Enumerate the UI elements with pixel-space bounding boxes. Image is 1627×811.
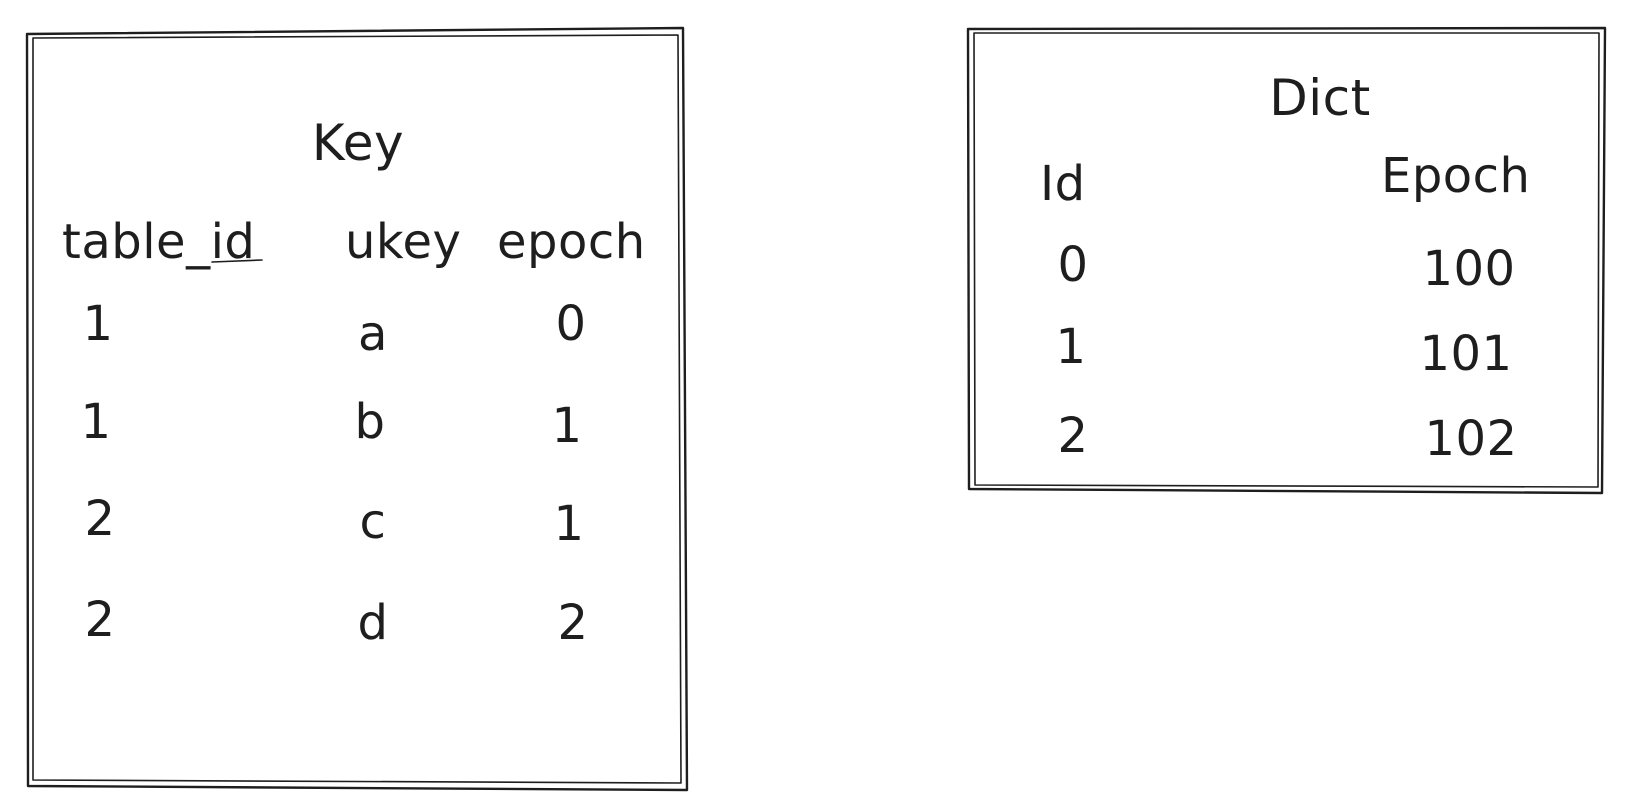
dict-header-epoch: Epoch: [1381, 148, 1530, 204]
dict-cell-id: 1: [1055, 319, 1086, 375]
dict-header-id: Id: [1040, 156, 1086, 212]
dict-table-title: Dict: [1269, 69, 1371, 127]
key-cell-epoch: 0: [555, 296, 586, 352]
key-cell-table-id: 2: [84, 491, 115, 547]
dict-cell-id: 0: [1057, 237, 1088, 293]
key-box-inner-border: [32, 34, 682, 784]
key-cell-table-id: 2: [84, 592, 115, 648]
table-id-underscore-stroke: [211, 259, 263, 263]
key-table-box[interactable]: [25, 26, 689, 792]
key-cell-ukey: d: [358, 595, 389, 651]
dict-box-inner-border: [973, 32, 1600, 488]
key-cell-epoch: 2: [557, 595, 588, 651]
key-table-row: 1 a 0: [82, 296, 586, 362]
key-table-row: 1 b 1: [80, 394, 582, 454]
key-table-row: 2 c 1: [84, 491, 584, 552]
dict-table-box[interactable]: [966, 26, 1607, 495]
key-header-epoch: epoch: [497, 214, 646, 270]
dict-box-outer-border: [966, 26, 1607, 495]
key-header-ukey: ukey: [345, 214, 461, 270]
key-table-title: Key: [312, 114, 404, 172]
dict-table-row: 2 102: [1057, 408, 1517, 467]
key-cell-table-id: 1: [82, 296, 113, 352]
key-cell-table-id: 1: [80, 394, 111, 450]
dict-cell-epoch: 102: [1424, 411, 1517, 467]
key-cell-ukey: a: [358, 306, 388, 362]
key-cell-ukey: b: [355, 394, 386, 450]
key-box-outer-border: [25, 26, 689, 792]
key-cell-epoch: 1: [551, 398, 582, 454]
key-table-row: 2 d 2: [84, 592, 588, 651]
key-header-table-id: table_id: [62, 214, 255, 270]
key-cell-epoch: 1: [553, 496, 584, 552]
dict-table-row: 0 100: [1057, 237, 1515, 297]
dict-table-row: 1 101: [1055, 319, 1512, 382]
dict-cell-id: 2: [1057, 408, 1088, 464]
key-cell-ukey: c: [360, 494, 387, 550]
dict-cell-epoch: 100: [1422, 241, 1515, 297]
dict-cell-epoch: 101: [1419, 326, 1512, 382]
